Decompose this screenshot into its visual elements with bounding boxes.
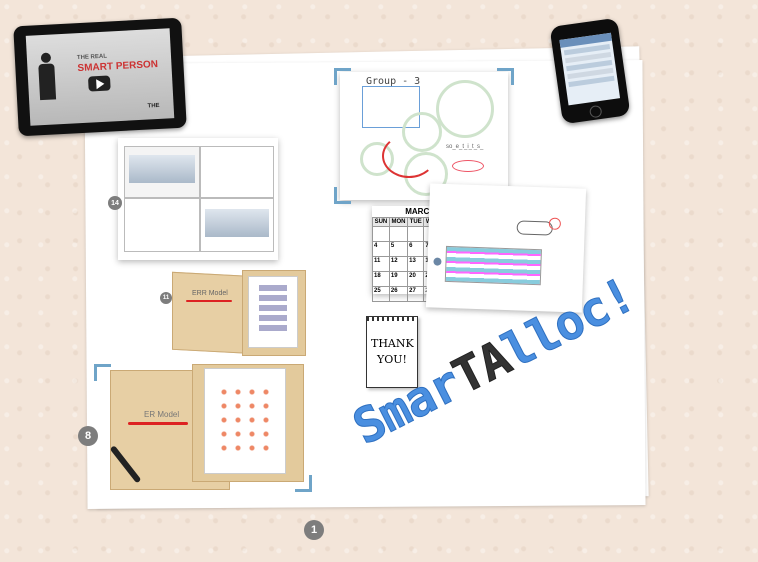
folder-large[interactable]: ER Model [94,360,312,492]
calendar-header: TUE [407,217,425,227]
video-corner-label: THE [147,102,160,110]
video-person-body [38,63,57,101]
play-icon[interactable] [87,75,111,92]
sky-diagram-card[interactable] [425,183,587,313]
video-label-small: THE REAL [76,53,108,62]
tablet-device[interactable]: THE REAL SMART PERSON THE [13,17,187,137]
video-label: SMART PERSON [77,58,159,75]
phone-home-button[interactable] [588,104,603,119]
video-person-figure [40,52,52,64]
frame-badge-1[interactable]: 1 [304,520,324,540]
calendar-header: SUN [372,217,390,227]
group-title: Group - 3 [366,76,421,87]
tablet-screen: THE REAL SMART PERSON THE [25,28,175,126]
calendar-month: MARCH [405,207,435,216]
thank-you-notebook[interactable]: THANK YOU! [366,316,418,388]
notebook-line-1: THANK [371,337,414,350]
frame-badge-14[interactable]: 14 [108,196,122,210]
frame-badge-11[interactable]: 11 [160,292,172,304]
notebook-line-2: YOU! [377,353,407,366]
card-marker-icon [433,257,442,266]
sun-icon [548,217,562,230]
frame-badge-8[interactable]: 8 [78,426,98,446]
cloud-icon [516,220,553,236]
screenshots-card[interactable] [118,138,278,260]
phone-screen [559,32,621,106]
phone-device[interactable] [549,17,631,125]
folder-large-label: ER Model [144,410,180,419]
folder-small-label: ERR Model [192,290,228,297]
table-diagram [444,245,542,286]
folder-small[interactable]: ERR Model [172,262,312,358]
calendar-header: MON [388,217,409,227]
group-diagram-card[interactable]: Group - 3 so_e_t_i_t_s_ [334,68,514,204]
group-note: so_e_t_i_t_s_ [446,144,484,150]
